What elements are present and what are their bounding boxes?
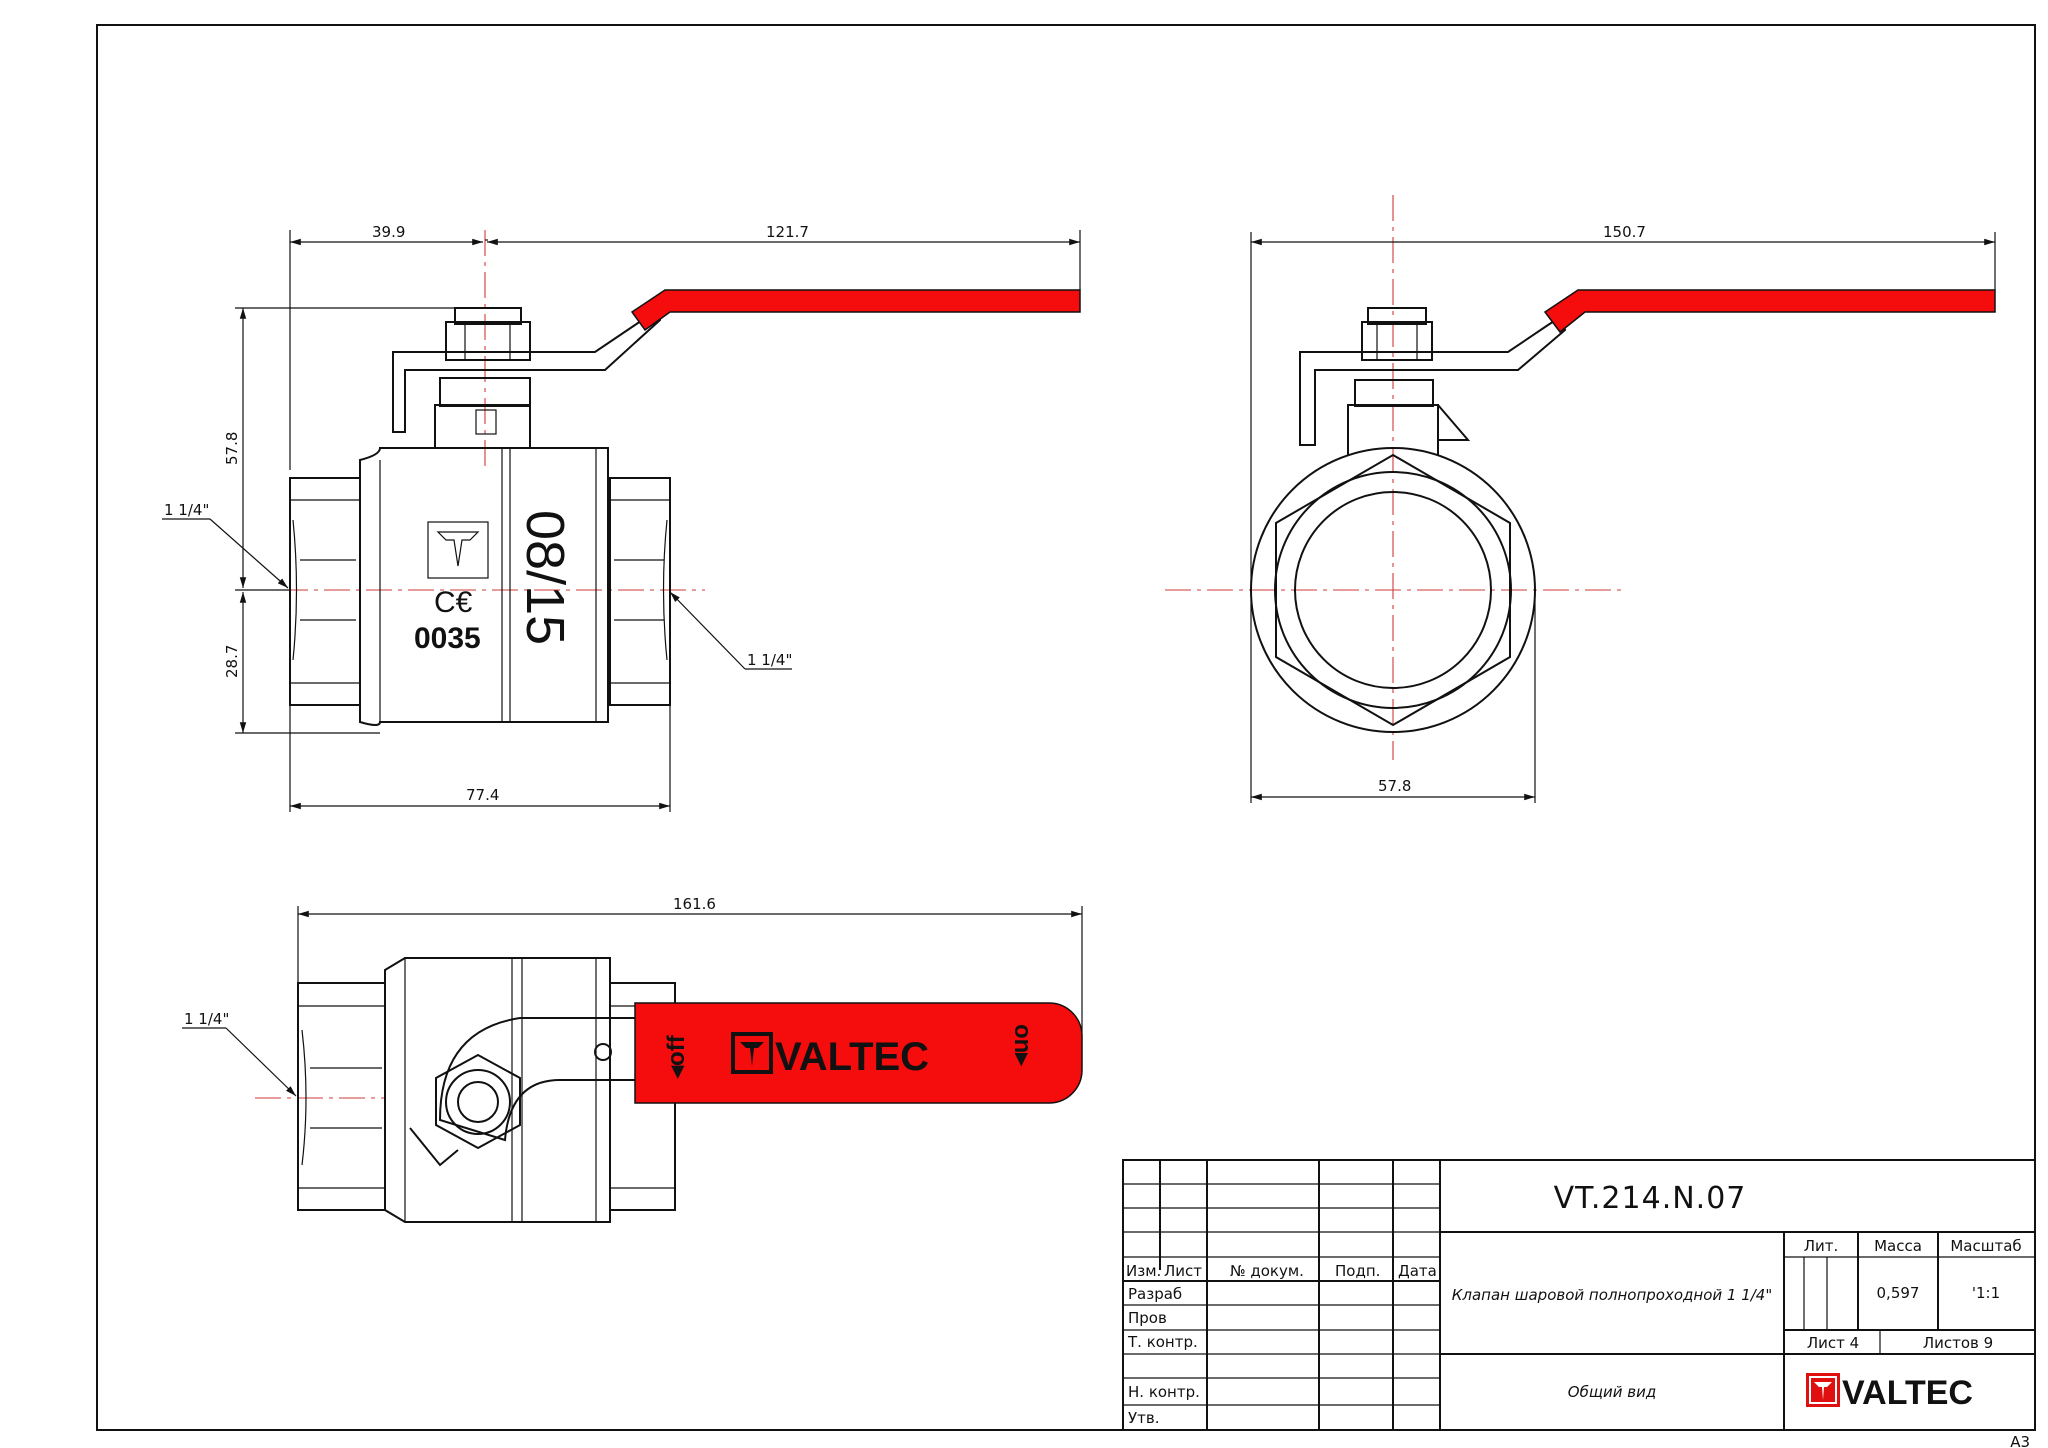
sheet-frame xyxy=(96,24,2036,1431)
col-date: Дата xyxy=(1398,1262,1437,1280)
dim-overall-width: 150.7 xyxy=(1603,223,1646,241)
thread-right-label: 1 1/4" xyxy=(747,651,792,669)
col-sign: Подп. xyxy=(1335,1262,1380,1280)
scale-value: '1:1 xyxy=(1972,1284,2000,1302)
dim-top-height: 57.8 xyxy=(223,432,241,465)
sheets-total: Листов 9 xyxy=(1923,1334,1993,1352)
col-izm: Изм. xyxy=(1126,1262,1161,1280)
mass-label: Масса xyxy=(1874,1237,1922,1255)
title-block-brand-logo-icon: VALTEC xyxy=(1806,1373,1973,1412)
col-doc-no: № докум. xyxy=(1230,1262,1304,1280)
size-mark: 08/15 xyxy=(515,510,575,645)
handle-off-label: ◂off xyxy=(663,1034,690,1079)
designation: VT.214.N.07 xyxy=(1554,1181,1747,1216)
handle-on-label: on▸ xyxy=(1009,1024,1036,1066)
sheet-number: Лист 4 xyxy=(1807,1334,1859,1352)
dim-bottom-height: 28.7 xyxy=(223,645,241,678)
product-name: Клапан шаровой полнопроходной 1 1/4" xyxy=(1452,1286,1773,1304)
handle-brand-logo-icon: VALTEC xyxy=(731,1032,929,1079)
dim-handle-reach: 121.7 xyxy=(766,223,809,241)
dim-body-length: 77.4 xyxy=(466,786,499,804)
lit-label: Лит. xyxy=(1804,1237,1839,1255)
scale-label: Масштаб xyxy=(1950,1237,2021,1255)
top-thread-label: 1 1/4" xyxy=(184,1010,229,1028)
mass-value: 0,597 xyxy=(1877,1284,1920,1302)
dim-body-width: 57.8 xyxy=(1378,777,1411,795)
dim-stem-offset: 39.9 xyxy=(372,223,405,241)
svg-text:VALTEC: VALTEC xyxy=(1842,1374,1973,1412)
sheet-format: A3 xyxy=(2010,1433,2030,1448)
col-list: Лист xyxy=(1164,1262,1202,1280)
row-tech-control: Т. контр. xyxy=(1127,1333,1198,1351)
front-view: C€ 0035 08/15 39.9 121.7 57.8 28.7 77.4 … xyxy=(162,223,1081,812)
ce-mark: C€ xyxy=(434,586,473,619)
thread-left-label: 1 1/4" xyxy=(164,501,209,519)
row-developed: Разраб xyxy=(1128,1285,1182,1303)
top-view: ◂off on▸ VALTEC 161.6 1 1/4" xyxy=(182,895,1083,1223)
title-block: VT.214.N.07 Клапан шаровой полнопроходно… xyxy=(1122,1159,2036,1431)
document-type: Общий вид xyxy=(1568,1383,1656,1401)
row-approved: Утв. xyxy=(1128,1409,1160,1427)
notified-body-number: 0035 xyxy=(414,622,481,655)
dim-overall-length: 161.6 xyxy=(673,895,716,913)
row-checked: Пров xyxy=(1128,1309,1167,1327)
row-norm-control: Н. контр. xyxy=(1128,1383,1200,1401)
svg-text:VALTEC: VALTEC xyxy=(775,1035,929,1079)
side-view: 150.7 57.8 xyxy=(1165,195,1996,803)
